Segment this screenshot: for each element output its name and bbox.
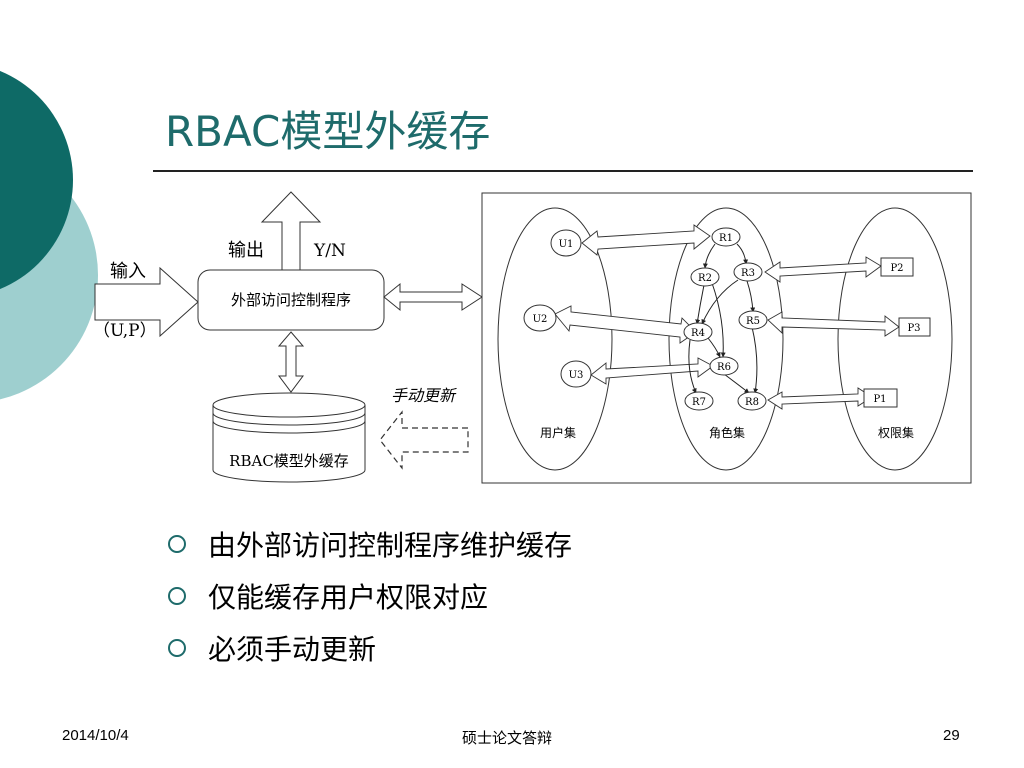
permission-node-label: P1	[873, 394, 886, 405]
role-node-r2	[690, 267, 720, 287]
footer-date: 2014/10/4	[62, 727, 129, 744]
role-set-ellipse	[668, 207, 784, 471]
u1-r1-arrow	[581, 224, 711, 256]
program-to-rbac-arrow	[383, 282, 483, 312]
role-node-r5	[738, 310, 768, 330]
user-node-u2	[523, 304, 557, 332]
page-number: 29	[943, 727, 960, 744]
permission-node-p3	[898, 317, 931, 337]
circle-bullet-icon	[168, 535, 186, 553]
title-divider	[153, 170, 973, 172]
program-label: 外部访问控制程序	[231, 291, 351, 309]
role-node-r7	[684, 391, 714, 411]
permission-node-label: P2	[890, 263, 903, 274]
role-node-r4	[683, 322, 713, 342]
manual-update-label: 手动更新	[391, 386, 457, 405]
manual-update-arrow	[379, 410, 469, 470]
program-to-cache-arrow	[277, 331, 305, 393]
bullet-item: 仅能缓存用户权限对应	[168, 570, 572, 622]
rbac-cache-diagram: 输入 （U,P） 输出 Y/N 外部访问控制程序 RBAC模型外缓存 手动更新 …	[93, 191, 972, 484]
permission-node-p2	[880, 257, 914, 277]
bullet-text: 仅能缓存用户权限对应	[208, 581, 489, 614]
permission-set-ellipse	[837, 207, 953, 471]
role-node-label: R4	[691, 328, 705, 339]
footer-center-text: 硕士论文答辩	[462, 730, 553, 747]
user-node-label: U3	[569, 370, 584, 381]
role-node-r1	[711, 227, 741, 247]
role-node-label: R2	[698, 273, 712, 284]
role-node-label: R8	[745, 397, 759, 408]
user-node-u1	[550, 229, 582, 257]
decorative-circles	[0, 70, 98, 400]
role-hierarchy-arrows	[688, 243, 759, 394]
bullet-item: 由外部访问控制程序维护缓存	[168, 518, 572, 570]
bullet-text: 必须手动更新	[208, 633, 377, 666]
bullet-text: 由外部访问控制程序维护缓存	[208, 529, 573, 562]
user-set-ellipse	[497, 207, 613, 471]
slide-title: RBAC模型外缓存	[165, 107, 491, 156]
cache-label: RBAC模型外缓存	[229, 452, 349, 470]
role-node-label: R6	[717, 362, 731, 373]
input-arrow	[94, 266, 199, 338]
role-node-r3	[733, 262, 763, 282]
role-node-r8	[737, 391, 767, 411]
output-arrow	[260, 191, 322, 271]
user-set-label: 用户集	[540, 425, 576, 440]
user-node-label: U2	[533, 314, 548, 325]
role-node-label: R1	[719, 233, 733, 244]
input-label: 输入	[110, 261, 146, 282]
circle-bullet-icon	[168, 587, 186, 605]
bullet-item: 必须手动更新	[168, 622, 572, 674]
permission-node-label: P3	[907, 323, 920, 334]
role-set-label: 角色集	[709, 425, 745, 440]
role-node-r6	[709, 356, 739, 376]
role-node-label: R3	[741, 268, 755, 279]
cache-cylinder	[212, 392, 366, 483]
user-node-u3	[560, 360, 592, 388]
user-node-label: U1	[559, 239, 574, 250]
program-box	[197, 269, 385, 331]
circle-bullet-icon	[168, 639, 186, 657]
permission-node-p1	[863, 388, 898, 408]
bullet-list: 由外部访问控制程序维护缓存 仅能缓存用户权限对应 必须手动更新	[168, 518, 572, 674]
role-node-label: R5	[746, 316, 760, 327]
role-node-label: R7	[692, 397, 706, 408]
input-value: （U,P）	[93, 321, 157, 341]
permission-set-label: 权限集	[878, 425, 914, 440]
output-label: 输出	[228, 240, 264, 261]
output-value: Y/N	[313, 241, 346, 261]
